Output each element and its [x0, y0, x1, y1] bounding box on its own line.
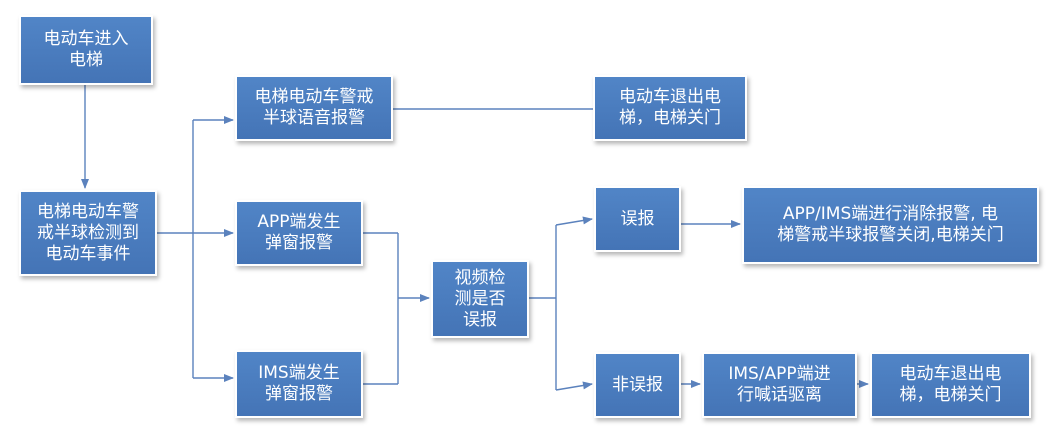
connector-to-not-false: [555, 381, 593, 391]
node-video-check: 视频检 测是否 误报: [431, 260, 529, 338]
node-detect-event: 电梯电动车警 戒半球检测到 电动车事件: [19, 190, 157, 276]
connector-to-false-alarm: [555, 216, 593, 226]
node-clear-alarm-close-door: APP/IMS端进行消除报警, 电 梯警戒半球报警关闭,电梯关门: [742, 186, 1039, 264]
node-ims-popup-alarm: IMS端发生 弹窗报警: [235, 350, 363, 418]
node-exit-close-door-1: 电动车退出电 梯，电梯关门: [593, 75, 747, 141]
node-false-alarm: 误报: [594, 186, 681, 252]
node-not-false-alarm: 非误报: [594, 352, 681, 418]
node-shout-drive-away: IMS/APP端进 行喊话驱离: [702, 352, 857, 418]
node-app-popup-alarm: APP端发生 弹窗报警: [235, 200, 363, 266]
node-enter-elevator: 电动车进入 电梯: [19, 15, 153, 85]
node-voice-alarm: 电梯电动车警戒 半球语音报警: [235, 75, 393, 141]
node-exit-close-door-2: 电动车退出电 梯，电梯关门: [870, 352, 1031, 418]
